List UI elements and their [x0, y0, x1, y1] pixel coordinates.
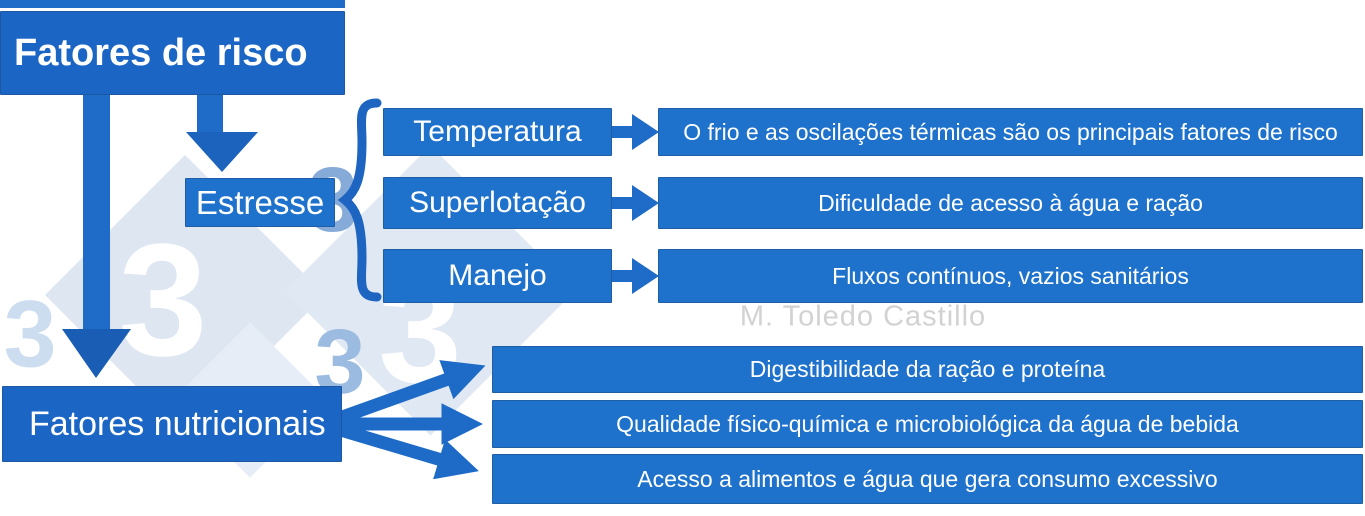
stress-item-temperatura: Temperatura — [383, 108, 612, 156]
arrow-down-short — [186, 94, 258, 172]
nutrition-bar-digestibilidade: Digestibilidade da ração e proteína — [492, 346, 1363, 393]
curly-brace — [337, 98, 382, 302]
risk-factors-label: Fatores de risco — [14, 31, 308, 74]
fan-arrows-nutrition — [331, 360, 486, 480]
stress-desc-text: O frio e as oscilações térmicas são os p… — [683, 118, 1338, 145]
stress-desc-text: Fluxos contínuos, vazios sanitários — [832, 262, 1189, 289]
nutrition-bar-text: Digestibilidade da ração e proteína — [749, 356, 1106, 382]
stress-box: Estresse — [185, 178, 335, 227]
stress-desc-text: Dificuldade de acesso à água e ração — [818, 189, 1203, 216]
stress-item-label: Temperatura — [413, 115, 582, 148]
nutrition-bar-acesso-alimentos: Acesso a alimentos e água que gera consu… — [492, 454, 1363, 504]
stress-desc-superlotacao: Dificuldade de acesso à água e ração — [658, 177, 1363, 229]
risk-factors-box: Fatores de risco — [0, 11, 345, 95]
arrow-right-superlotacao — [611, 185, 659, 221]
stress-item-label: Manejo — [448, 259, 547, 292]
watermark-3-glyph: 3 — [3, 281, 57, 388]
stress-desc-temperatura: O frio e as oscilações térmicas são os p… — [658, 108, 1363, 156]
nutritional-factors-box: Fatores nutricionais — [2, 386, 342, 462]
nutrition-bar-text: Qualidade físico-química e microbiológic… — [616, 410, 1239, 437]
arrow-right-temperatura — [611, 114, 659, 150]
top-accent-bar — [0, 0, 345, 8]
arrow-down-long — [62, 94, 131, 378]
watermark-credit: M. Toledo Castillo — [739, 300, 987, 333]
nutritional-factors-label: Fatores nutricionais — [29, 404, 326, 443]
stress-label: Estresse — [195, 183, 325, 221]
stress-item-superlotacao: Superlotação — [383, 177, 612, 229]
watermark-3-glyph: 3 — [118, 210, 208, 389]
stress-item-manejo: Manejo — [383, 249, 612, 303]
nutrition-bar-text: Acesso a alimentos e água que gera consu… — [637, 465, 1218, 492]
stress-item-label: Superlotação — [409, 186, 586, 219]
arrow-right-manejo — [611, 258, 659, 294]
stress-desc-manejo: Fluxos contínuos, vazios sanitários — [658, 249, 1363, 303]
nutrition-bar-qualidade-agua: Qualidade físico-química e microbiológic… — [492, 400, 1363, 448]
